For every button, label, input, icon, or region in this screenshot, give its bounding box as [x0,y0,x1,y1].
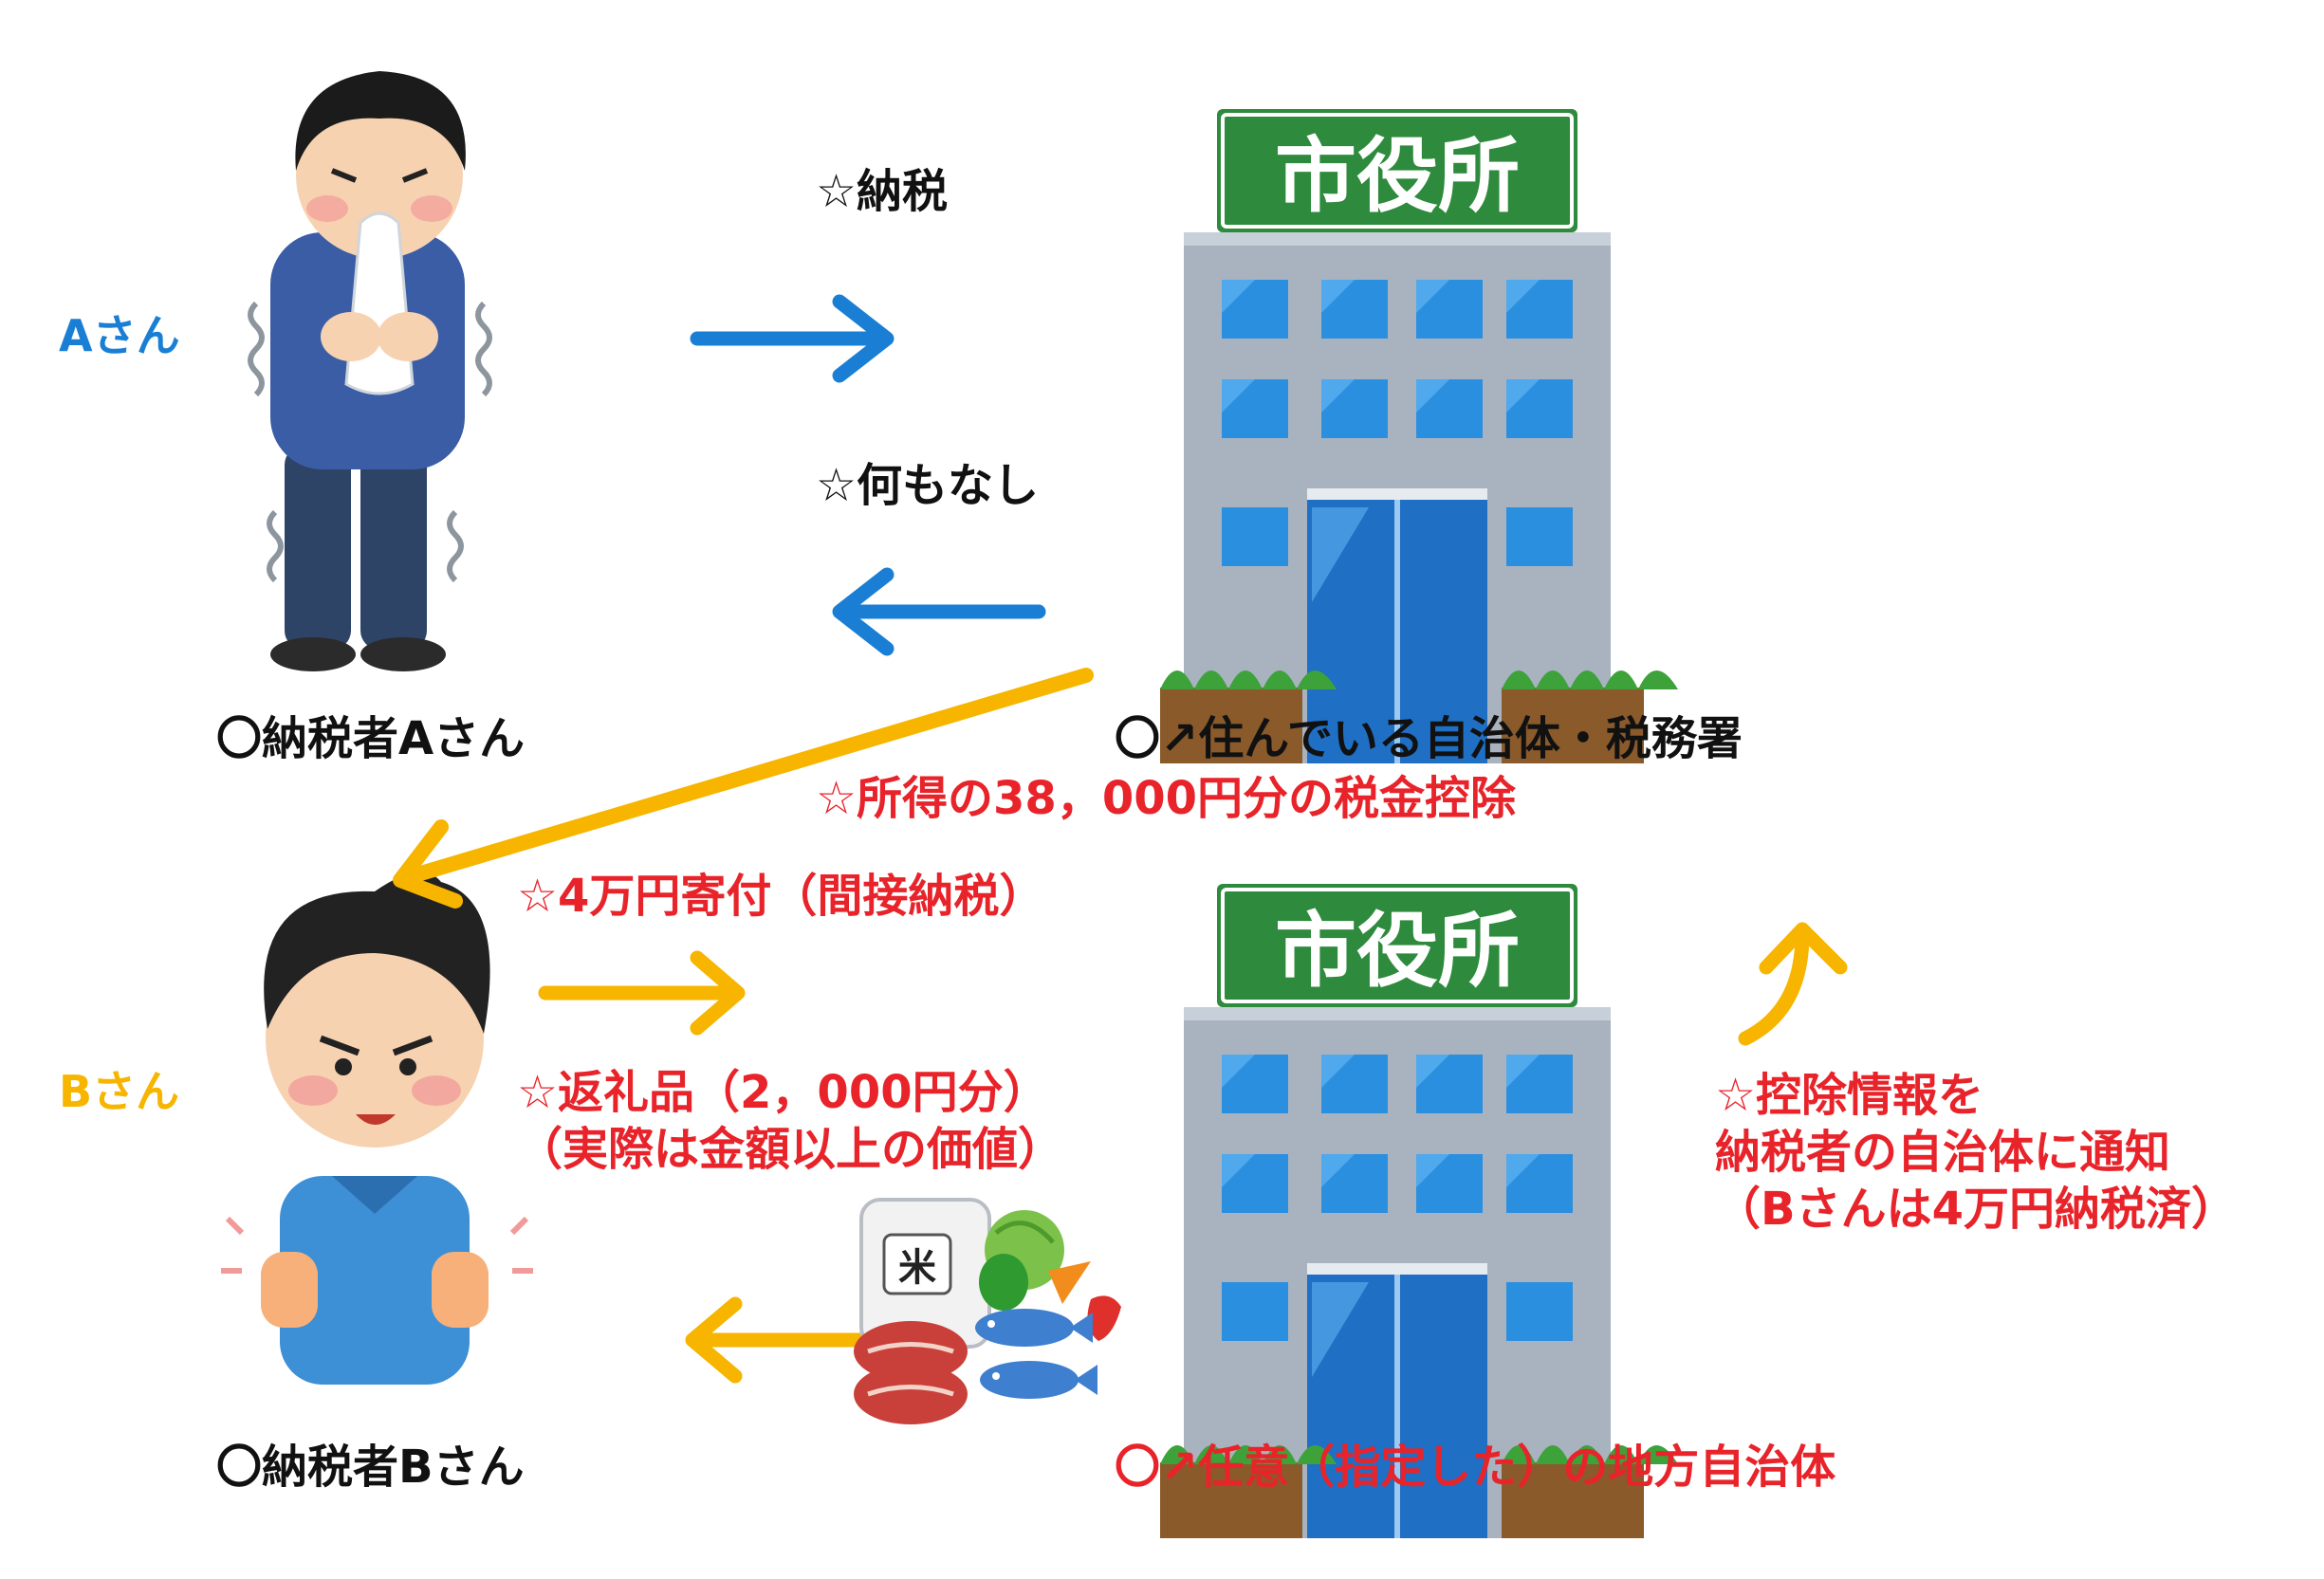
arrow-notify-up [1738,922,1848,1046]
label-gift-line1: ☆返礼品（2，000円分） [517,1066,1049,1119]
label-nothing-returned: ☆何もなし [816,459,1040,512]
person-b-caption: 〇納税者Bさん [216,1441,525,1494]
arrow-tax-to-city-hall [690,294,895,383]
label-tax-deduction: ☆所得の38，000円分の税金控除 [816,772,1517,825]
person-b-tag: Bさん [59,1066,180,1117]
city-hall-sign-bottom: 市役所 [1275,904,1520,999]
arrow-donation [538,950,746,1036]
gift-goods-illustration [854,1198,1121,1424]
arrow-nothing-back-to-a [832,567,1046,656]
label-donation: ☆4万円寄付（間接納税） [517,870,1045,923]
residence-office-caption: 〇↗住んでいる自治体・税務署 [1115,712,1743,765]
label-notify-line3: （Bさんは4万円納税済） [1715,1183,2237,1236]
chosen-municipality-caption: 〇↗任意（指定した）の地方自治体 [1115,1441,1836,1494]
rice-bag-mark: 米 [898,1246,936,1290]
label-tax-payment: ☆納税 [816,165,949,218]
person-a-illustration [248,71,492,671]
person-a-tag: Aさん [59,310,180,361]
arrow-deduction-to-b [393,668,1094,909]
label-notify-line2: 納税者の自治体に通知 [1715,1126,2171,1179]
person-b-illustration [221,872,533,1385]
city-hall-sign-top: 市役所 [1275,129,1520,224]
arrow-gift-to-b [685,1296,885,1384]
label-gift-line2: （実際は金額以上の価値） [517,1123,1064,1176]
label-notify-line1: ☆控除情報を [1715,1069,1984,1122]
person-a-caption: 〇納税者Aさん [216,712,526,765]
